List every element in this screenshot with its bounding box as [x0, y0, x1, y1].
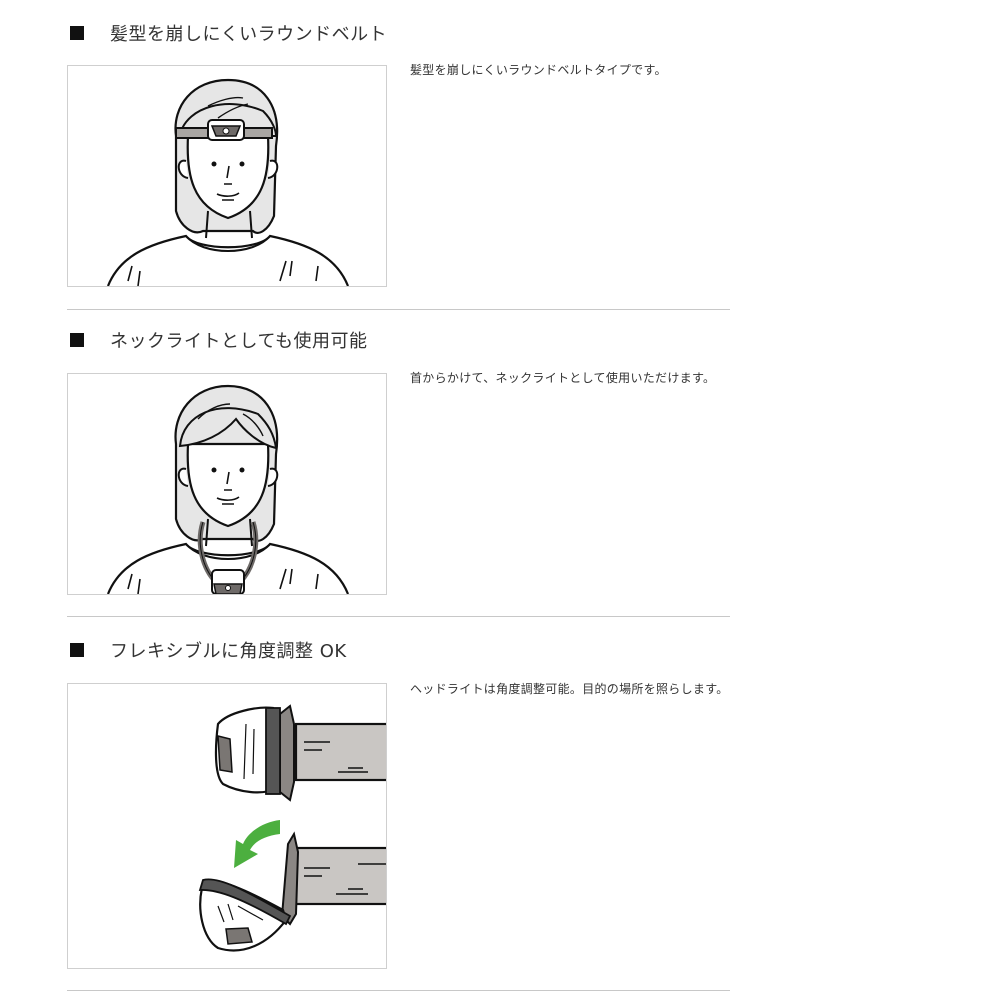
illustration-headlamp-neck [67, 373, 387, 595]
section-description: ヘッドライトは角度調整可能。目的の場所を照らします。 [410, 682, 729, 696]
heading-text: ネックライトとしても使用可能 [110, 331, 368, 352]
square-bullet-icon [70, 333, 84, 347]
feature-section-angle-adjust: フレキシブルに角度調整 OK ヘッドライトは角度調 [67, 635, 730, 995]
section-description: 首からかけて、ネックライトとして使用いただけます。 [410, 371, 716, 385]
section-divider [67, 309, 730, 310]
section-heading: 髪型を崩しにくいラウンドベルト [67, 18, 387, 48]
square-bullet-icon [70, 643, 84, 657]
section-divider [67, 990, 730, 991]
person-headlamp-illustration [106, 78, 350, 286]
illustration-angle-adjust [67, 683, 387, 969]
feature-section-neck-light: ネックライトとしても使用可能 首からかけて、ネックライトとして使用いただけます [67, 325, 730, 617]
headlamp-angle-illustration [198, 704, 386, 952]
feature-section-round-belt: 髪型を崩しにくいラウンドベルト [67, 18, 730, 310]
illustration-headlamp-forehead [67, 65, 387, 287]
heading-text: フレキシブルに角度調整 OK [110, 641, 347, 662]
section-description: 髪型を崩しにくいラウンドベルトタイプです。 [410, 63, 667, 77]
section-divider [67, 616, 730, 617]
section-heading: ネックライトとしても使用可能 [67, 325, 368, 355]
square-bullet-icon [70, 26, 84, 40]
person-necklight-illustration [106, 384, 350, 594]
heading-text: 髪型を崩しにくいラウンドベルト [110, 24, 388, 45]
section-heading: フレキシブルに角度調整 OK [67, 635, 347, 665]
